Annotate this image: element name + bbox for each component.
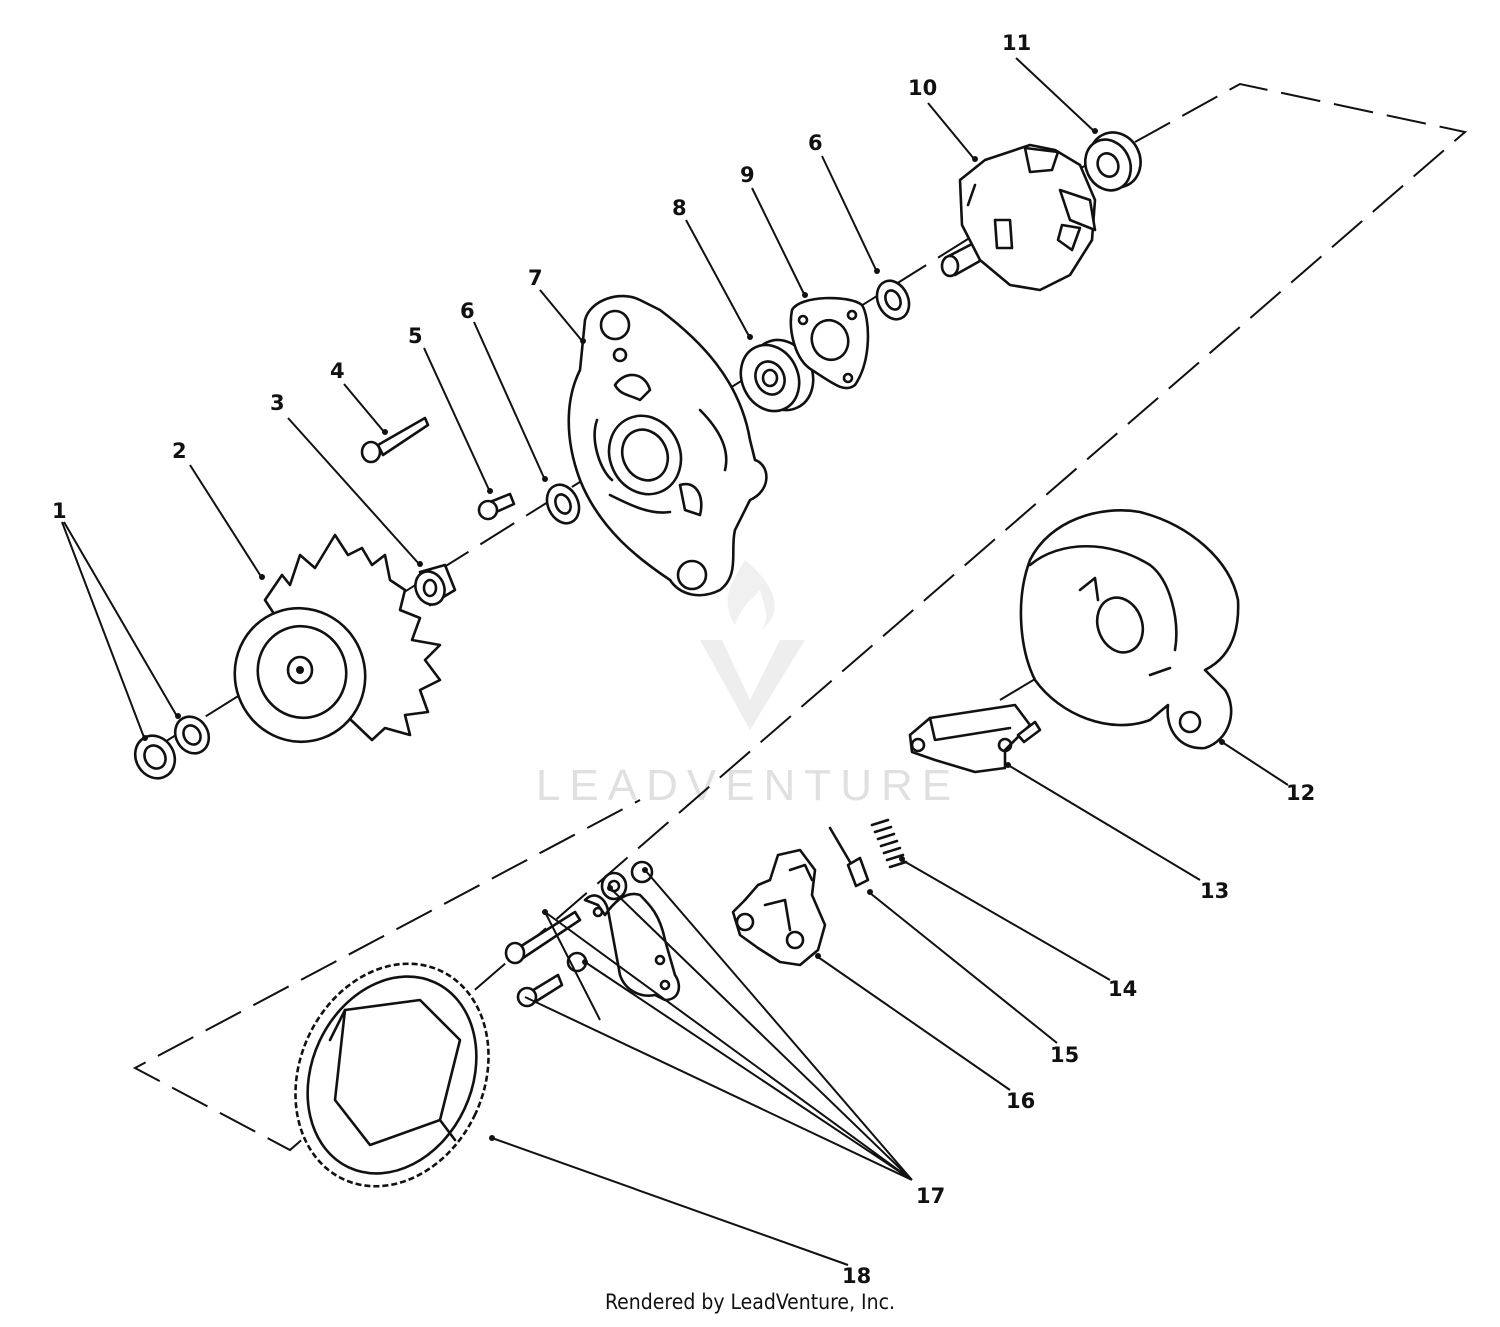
callout-13: 13 — [1200, 879, 1229, 903]
part-18-stator — [294, 962, 490, 1188]
callout-5: 5 — [408, 324, 423, 348]
callout-11: 11 — [1002, 31, 1031, 55]
callout-labels: 1 2 3 4 5 6 7 8 9 6 10 11 12 13 14 15 16… — [52, 31, 1315, 1288]
callout-18: 18 — [842, 1264, 871, 1288]
part-16-brush-holder — [731, 848, 827, 967]
callout-9: 9 — [740, 163, 755, 187]
part-6-washer-front — [545, 483, 581, 525]
leader-dots — [142, 128, 1225, 1141]
part-10-rotor — [940, 143, 1097, 292]
part-13-regulator — [908, 703, 1042, 774]
callout-4: 4 — [330, 359, 345, 383]
watermark-text: LEADVENTURE — [536, 761, 960, 810]
callout-15: 15 — [1050, 1043, 1079, 1067]
callout-6-rear: 6 — [808, 131, 823, 155]
part-12-rear-housing — [1019, 509, 1240, 750]
part-17-hardware — [504, 860, 681, 1008]
part-4-long-bolt — [360, 416, 430, 464]
watermark-logo — [700, 560, 805, 730]
part-6-washer-rear — [875, 279, 911, 321]
leader-lines — [61, 57, 1289, 1266]
callout-16: 16 — [1006, 1089, 1035, 1113]
callout-1: 1 — [52, 499, 67, 523]
part-14-spring — [870, 818, 908, 869]
part-8-bearing — [739, 338, 815, 413]
part-2-pulley-fan — [233, 533, 442, 744]
callout-17: 17 — [916, 1184, 945, 1208]
callout-2: 2 — [172, 439, 187, 463]
callout-8: 8 — [672, 196, 687, 220]
part-3-spacer — [414, 563, 457, 607]
render-credit: Rendered by LeadVenture, Inc. — [605, 1290, 895, 1314]
callout-12: 12 — [1286, 781, 1315, 805]
part-9-retainer-plate — [789, 296, 870, 390]
callout-6-front: 6 — [460, 299, 475, 323]
part-1-nut-and-washer — [133, 715, 211, 780]
part-7-front-housing — [567, 294, 768, 597]
callout-3: 3 — [270, 391, 285, 415]
callout-7: 7 — [528, 266, 543, 290]
callout-14: 14 — [1108, 977, 1137, 1001]
part-5-short-bolt — [477, 492, 516, 521]
part-15-brush — [828, 826, 870, 888]
callout-10: 10 — [908, 76, 937, 100]
part-11-rear-bearing — [1083, 131, 1142, 192]
